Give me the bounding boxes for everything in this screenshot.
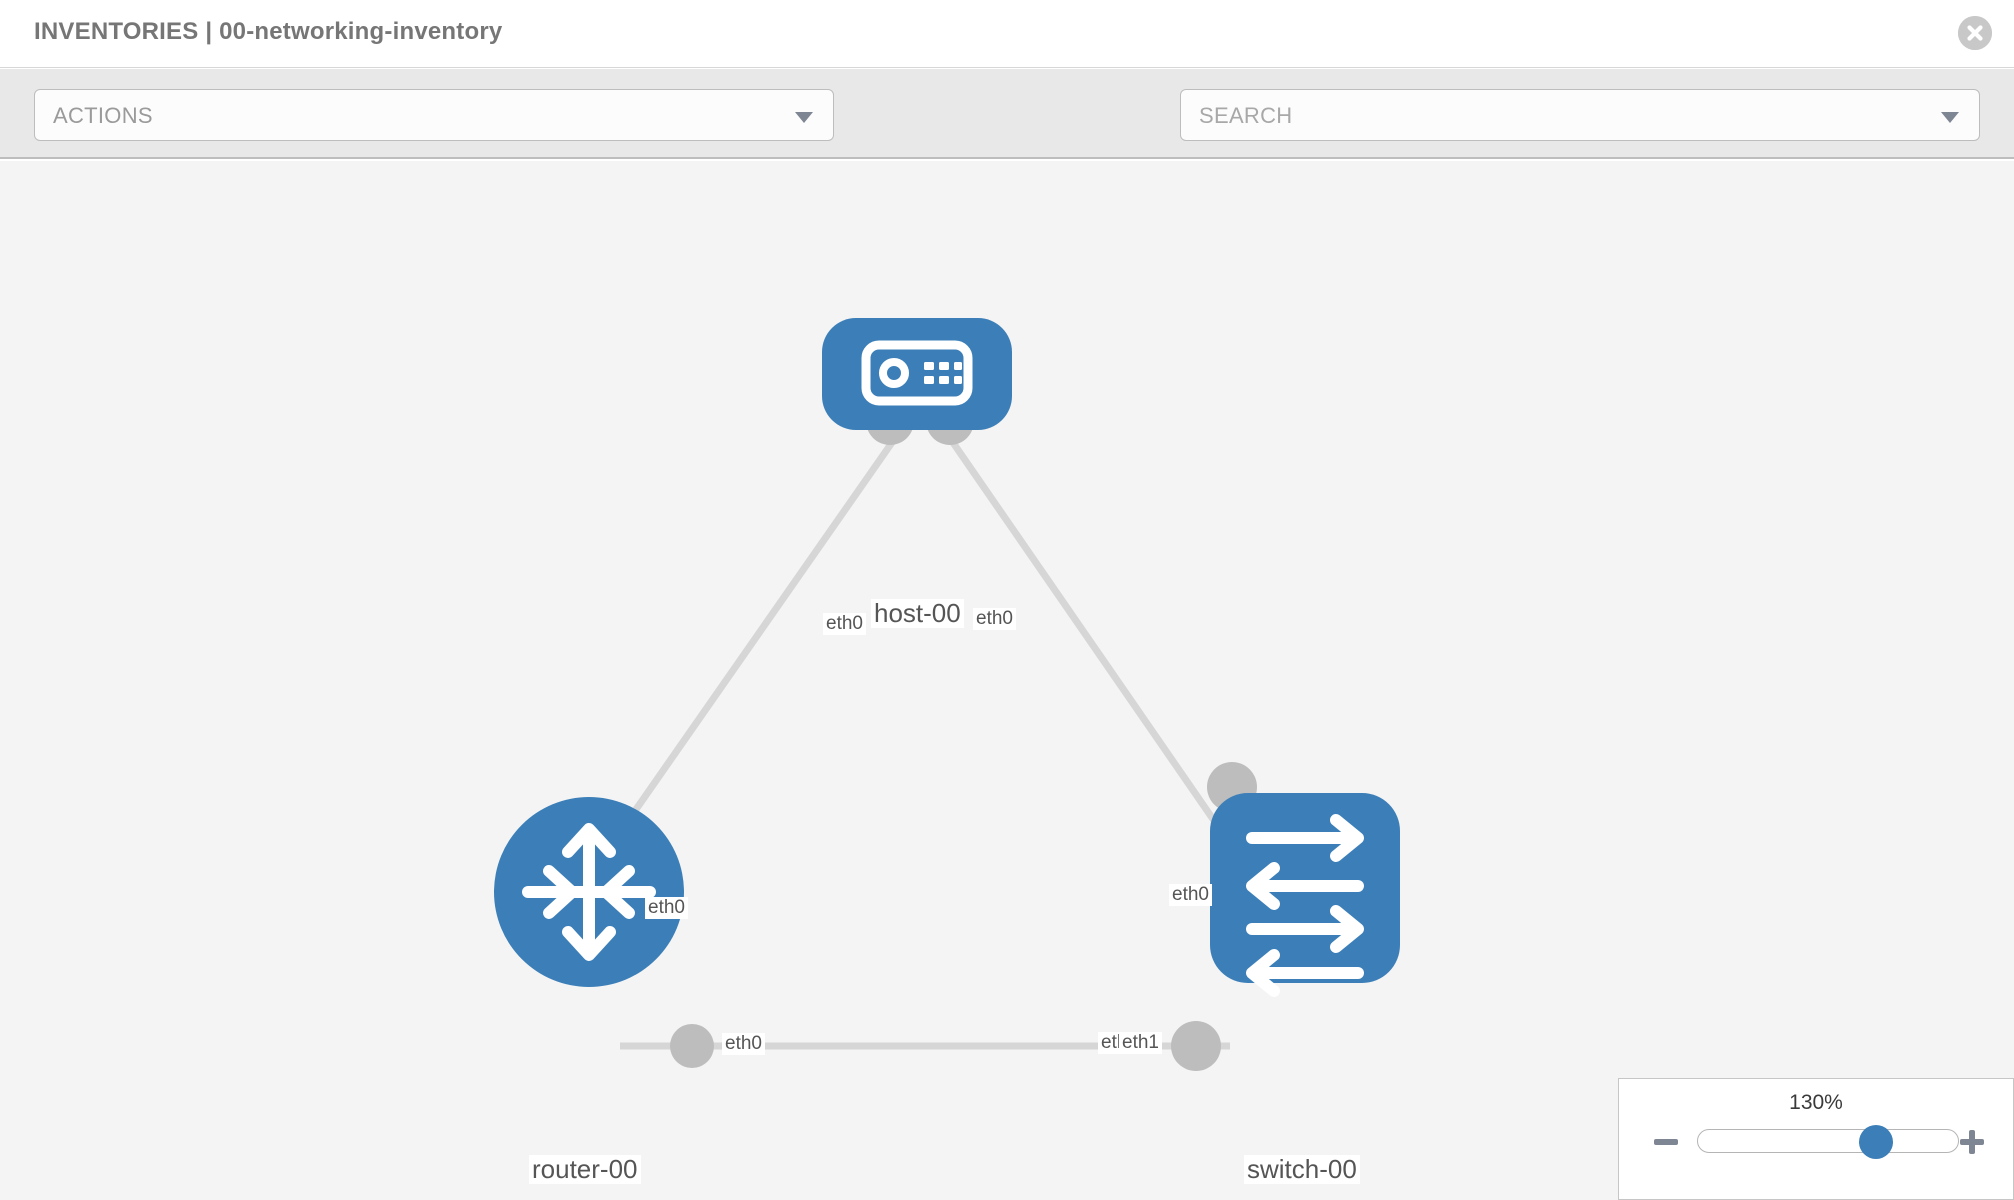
page-title: INVENTORIES | 00-networking-inventory bbox=[34, 18, 503, 45]
topology-ports bbox=[670, 397, 1257, 1071]
iface-label: eth1 bbox=[1119, 1032, 1162, 1054]
zoom-level-value: 130% bbox=[1789, 1091, 1843, 1114]
minus-icon[interactable] bbox=[1651, 1127, 1681, 1157]
node-host-00[interactable] bbox=[822, 318, 1012, 430]
node-label-router: router-00 bbox=[529, 1155, 641, 1184]
search-placeholder: SEARCH bbox=[1199, 103, 1293, 128]
node-router-00[interactable] bbox=[494, 797, 684, 987]
iface-label: eth0 bbox=[645, 897, 688, 919]
node-host-00 bbox=[822, 318, 1012, 430]
chevron-down-icon bbox=[795, 112, 813, 123]
topology-canvas[interactable]: eth0 eth0 eth0 eth0 eth0 eth0 eth1 host-… bbox=[0, 161, 2014, 1200]
zoom-slider-thumb[interactable] bbox=[1859, 1125, 1894, 1159]
node-router-00 bbox=[494, 797, 684, 987]
link-host-switch bbox=[942, 429, 1238, 853]
port-switch-left bbox=[1171, 1021, 1221, 1071]
node-label-host: host-00 bbox=[871, 599, 964, 628]
toolbar: ACTIONS SEARCH bbox=[0, 69, 2014, 200]
chevron-down-icon bbox=[1941, 112, 1959, 123]
topology-links bbox=[597, 428, 1238, 1050]
actions-dropdown-label: ACTIONS bbox=[53, 103, 153, 128]
zoom-control-panel: 130% bbox=[1618, 1078, 2014, 1200]
iface-label: eth0 bbox=[823, 613, 866, 635]
close-icon[interactable] bbox=[1958, 16, 1992, 50]
iface-label: eth0 bbox=[1169, 884, 1212, 906]
node-label-switch: switch-00 bbox=[1244, 1155, 1360, 1184]
link-host-router bbox=[597, 428, 903, 864]
actions-dropdown[interactable]: ACTIONS bbox=[34, 89, 834, 141]
server-icon bbox=[861, 340, 973, 406]
page-header: INVENTORIES | 00-networking-inventory bbox=[0, 0, 2014, 68]
topology-graph bbox=[494, 318, 1400, 1071]
port-router-right bbox=[670, 1024, 714, 1068]
node-switch-00[interactable] bbox=[1210, 793, 1400, 983]
plus-icon[interactable] bbox=[1957, 1127, 1987, 1157]
iface-label: eth0 bbox=[722, 1033, 765, 1055]
zoom-slider[interactable] bbox=[1697, 1125, 1959, 1159]
switch-icon bbox=[1246, 814, 1364, 997]
node-switch-00 bbox=[1210, 793, 1400, 997]
search-input[interactable]: SEARCH bbox=[1180, 89, 1980, 141]
router-icon bbox=[522, 823, 656, 961]
iface-label: eth0 bbox=[973, 608, 1016, 630]
